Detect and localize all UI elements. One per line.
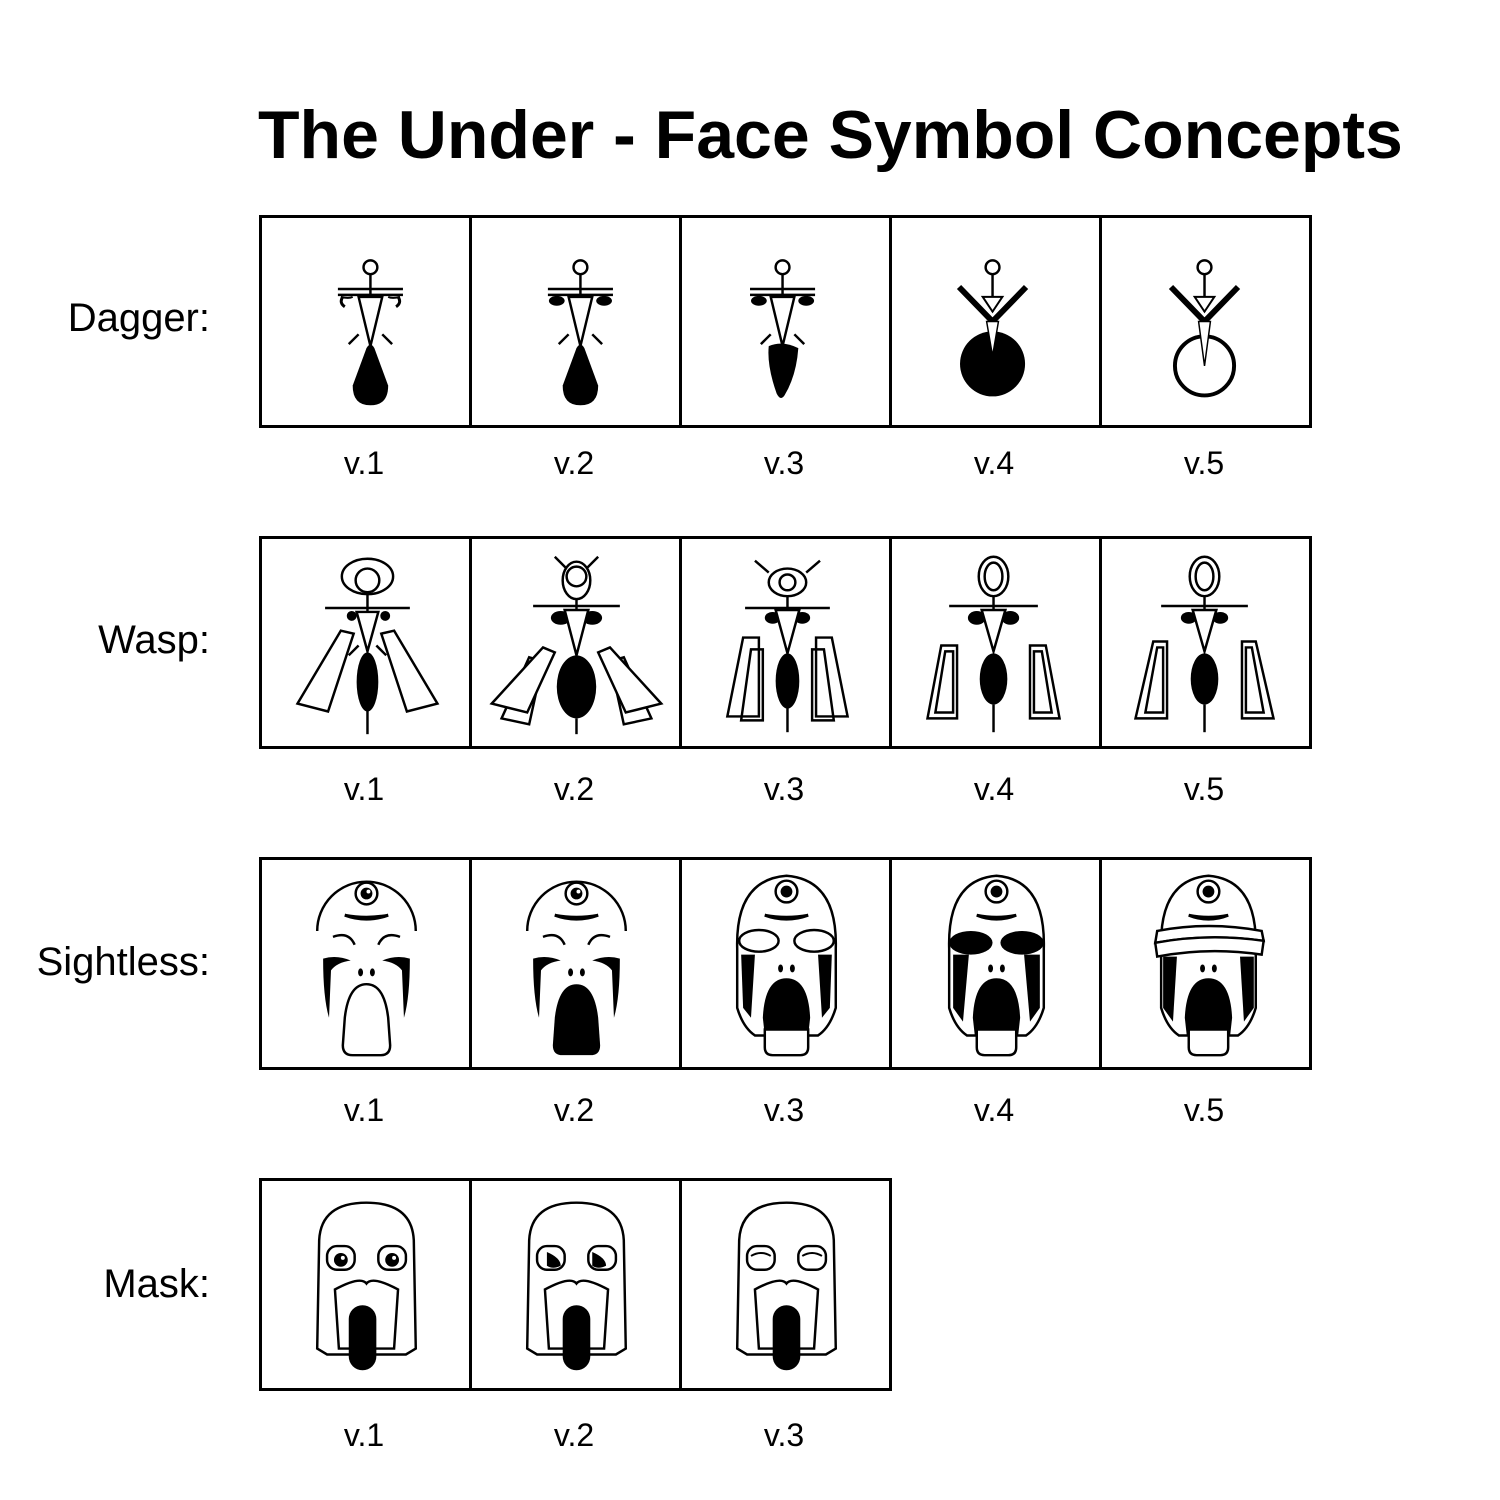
mask-v2-icon <box>525 1201 628 1371</box>
mask-grid <box>259 1178 892 1391</box>
wasp-v3-cell <box>679 536 892 749</box>
version-label: v.2 <box>553 1417 595 1453</box>
version-label: v.4 <box>973 771 1015 807</box>
wasp-v4-cell <box>889 536 1102 749</box>
version-label: v.5 <box>1183 771 1225 807</box>
dagger-v2-icon <box>547 259 613 406</box>
sightless-v3-cell <box>679 857 892 1070</box>
sightless-v2-cell <box>469 857 682 1070</box>
sightless-v3-icon <box>735 874 838 1057</box>
mask-v1-cell <box>259 1178 472 1391</box>
sightless-v2-icon <box>525 880 628 1056</box>
version-label: v.2 <box>553 445 595 481</box>
dagger-v5-icon <box>1168 259 1241 398</box>
dagger-v1-icon <box>337 259 403 406</box>
row-label-mask: Mask: <box>103 1262 210 1306</box>
sightless-v1-icon <box>315 880 418 1057</box>
row-label-dagger: Dagger: <box>67 296 210 340</box>
version-label: v.4 <box>973 445 1015 481</box>
version-label: v.3 <box>763 771 805 807</box>
sightless-v5-cell <box>1099 857 1312 1070</box>
sightless-version-labels: v.1 v.2 v.3 v.4 v.5 <box>259 1092 1309 1129</box>
dagger-v5-cell <box>1099 215 1312 428</box>
version-label: v.5 <box>1183 445 1225 481</box>
version-label: v.3 <box>763 1417 805 1453</box>
wasp-v2-cell <box>469 536 682 749</box>
mask-v3-cell <box>679 1178 892 1391</box>
dagger-v3-icon <box>750 259 816 398</box>
version-label: v.5 <box>1183 1092 1225 1128</box>
wasp-v2-icon <box>489 555 664 735</box>
version-label: v.1 <box>343 771 385 807</box>
wasp-grid <box>259 536 1312 749</box>
dagger-v4-icon <box>956 259 1029 397</box>
row-label-sightless: Sightless: <box>36 940 210 984</box>
wasp-version-labels: v.1 v.2 v.3 v.4 v.5 <box>259 771 1309 808</box>
row-label-wasp: Wasp: <box>98 618 210 662</box>
wasp-v1-icon <box>295 557 440 735</box>
wasp-v1-cell <box>259 536 472 749</box>
version-label: v.4 <box>973 1092 1015 1128</box>
wasp-v5-cell <box>1099 536 1312 749</box>
dagger-v4-cell <box>889 215 1102 428</box>
sightless-v4-icon <box>947 874 1046 1057</box>
sightless-v5-icon <box>1153 874 1266 1057</box>
wasp-v4-icon <box>925 555 1062 733</box>
dagger-v2-cell <box>469 215 682 428</box>
sightless-v1-cell <box>259 857 472 1070</box>
version-label: v.3 <box>763 1092 805 1128</box>
sightless-grid <box>259 857 1312 1070</box>
dagger-v1-cell <box>259 215 472 428</box>
mask-v2-cell <box>469 1178 682 1391</box>
mask-version-labels: v.1 v.2 v.3 <box>259 1417 889 1454</box>
version-label: v.1 <box>343 1417 385 1453</box>
dagger-version-labels: v.1 v.2 v.3 v.4 v.5 <box>259 445 1309 482</box>
wasp-v3-icon <box>725 559 850 733</box>
dagger-grid <box>259 215 1312 428</box>
version-label: v.1 <box>343 1092 385 1128</box>
version-label: v.2 <box>553 1092 595 1128</box>
wasp-v5-icon <box>1133 555 1276 733</box>
version-label: v.2 <box>553 771 595 807</box>
page-title: The Under - Face Symbol Concepts <box>258 97 1403 173</box>
version-label: v.1 <box>343 445 385 481</box>
sightless-v4-cell <box>889 857 1102 1070</box>
mask-v1-icon <box>315 1201 418 1371</box>
version-label: v.3 <box>763 445 805 481</box>
dagger-v3-cell <box>679 215 892 428</box>
mask-v3-icon <box>735 1201 838 1371</box>
